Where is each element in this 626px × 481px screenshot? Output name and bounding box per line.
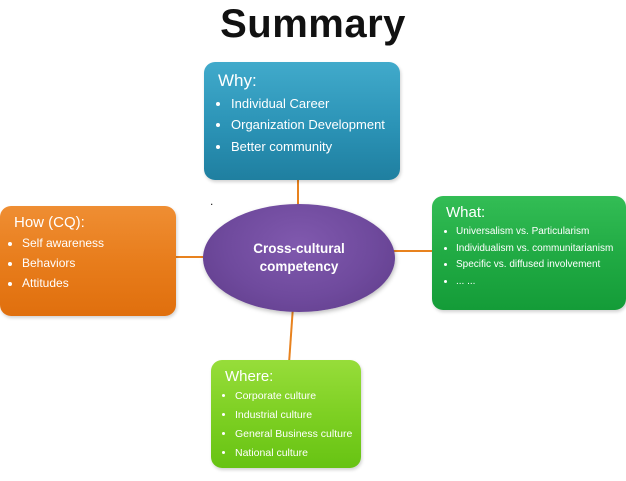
list-item: Individual Career bbox=[231, 96, 392, 112]
list-item: ... ... bbox=[456, 276, 618, 289]
where-box-list: Corporate culture Industrial culture Gen… bbox=[211, 390, 361, 461]
connector-top bbox=[297, 178, 299, 210]
list-item: Behaviors bbox=[22, 256, 168, 271]
stray-period: . bbox=[210, 194, 214, 208]
list-item: Specific vs. diffused involvement bbox=[456, 259, 618, 272]
where-box-header: Where: bbox=[225, 368, 274, 385]
connector-right bbox=[393, 250, 433, 252]
how-box-list: Self awareness Behaviors Attitudes bbox=[0, 236, 176, 291]
what-box-list: Universalism vs. Particularism Individua… bbox=[432, 226, 626, 288]
how-box: How (CQ): Self awareness Behaviors Attit… bbox=[0, 206, 176, 316]
connector-bottom bbox=[288, 307, 294, 363]
list-item: Universalism vs. Particularism bbox=[456, 226, 618, 239]
how-box-header: How (CQ): bbox=[14, 214, 85, 231]
list-item: Organization Development bbox=[231, 117, 392, 133]
list-item: Corporate culture bbox=[235, 390, 353, 403]
connector-left bbox=[173, 256, 211, 258]
list-item: Individualism vs. communitarianism bbox=[456, 243, 618, 256]
why-box: Why: Individual Career Organization Deve… bbox=[204, 62, 400, 180]
list-item: General Business culture bbox=[235, 428, 353, 441]
list-item: Self awareness bbox=[22, 236, 168, 251]
list-item: Industrial culture bbox=[235, 409, 353, 422]
what-box: What: Universalism vs. Particularism Ind… bbox=[432, 196, 626, 310]
what-box-header: What: bbox=[446, 204, 486, 221]
center-node-label: Cross-cultural competency bbox=[253, 241, 345, 274]
where-box: Where: Corporate culture Industrial cult… bbox=[211, 360, 361, 468]
list-item: Better community bbox=[231, 139, 392, 155]
list-item: Attitudes bbox=[22, 276, 168, 291]
why-box-list: Individual Career Organization Developme… bbox=[204, 96, 400, 155]
list-item: National culture bbox=[235, 447, 353, 460]
why-box-header: Why: bbox=[218, 71, 257, 90]
center-node: Cross-cultural competency bbox=[203, 204, 395, 312]
slide-title: Summary bbox=[220, 2, 406, 46]
